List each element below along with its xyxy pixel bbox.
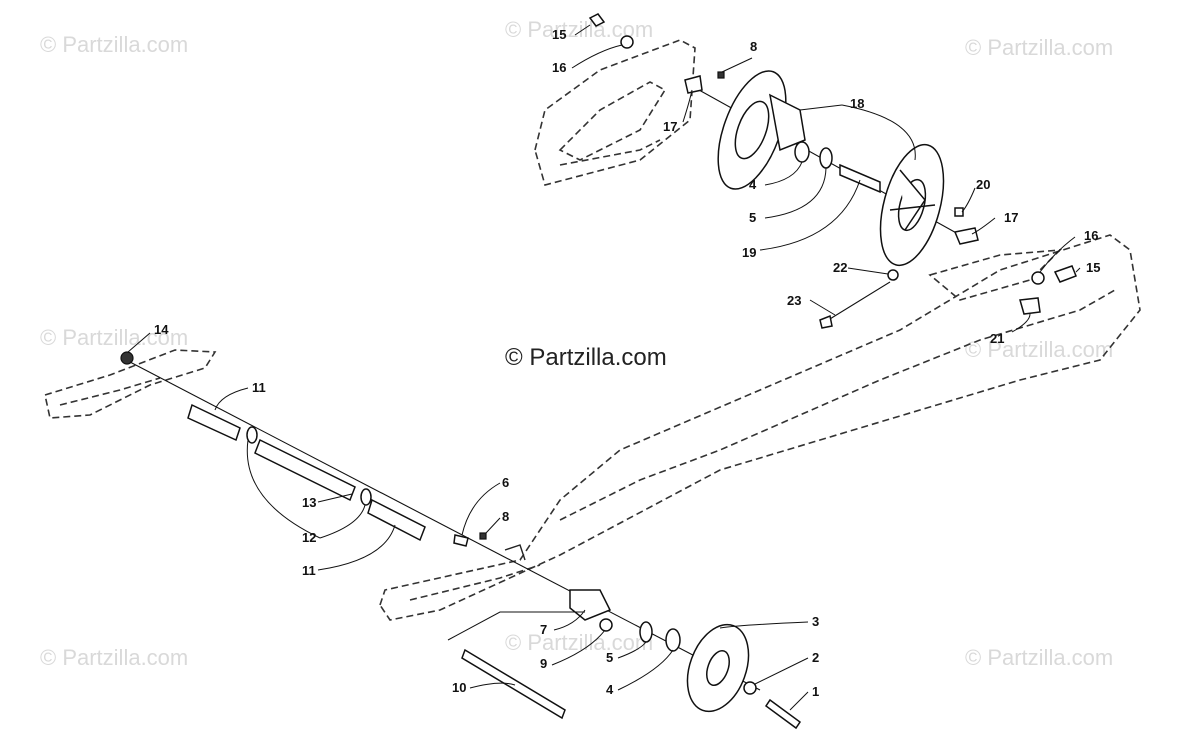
callout-4-bottom: 4: [606, 682, 614, 697]
upper-rail-left: [534, 39, 696, 186]
block-7: [569, 589, 612, 621]
callout-19: 19: [742, 245, 756, 260]
callout-15-right: 15: [1086, 260, 1100, 275]
upper-washer-16: [620, 35, 634, 49]
callout-7: 7: [540, 622, 547, 637]
main-rail: [379, 234, 1141, 621]
spacer-11-right: [367, 498, 426, 542]
callout-8-top: 8: [750, 39, 757, 54]
lower-left-rail: [44, 349, 217, 419]
upper-axle-19: [839, 163, 881, 194]
callout-6: 6: [502, 475, 509, 490]
bolt-23: [819, 314, 833, 329]
callout-22: 22: [833, 260, 847, 275]
callout-15-top: 15: [552, 27, 566, 42]
right-hardware: [819, 265, 1077, 329]
upper-bolt-20: [954, 207, 964, 217]
upper-block-17-left: [684, 75, 703, 94]
watermark-bottom-right: © Partzilla.com: [965, 645, 1113, 670]
bolt-6: [453, 534, 469, 547]
callout-14: 14: [154, 322, 169, 337]
watermarks: © Partzilla.com © Partzilla.com © Partzi…: [40, 17, 1113, 670]
tube-13: [254, 438, 356, 502]
callout-13: 13: [302, 495, 316, 510]
callout-16-top: 16: [552, 60, 566, 75]
watermark-top-right: © Partzilla.com: [965, 35, 1113, 60]
upper-block-17-right: [953, 227, 979, 245]
callout-2: 2: [812, 650, 819, 665]
callout-numbers: 15 16 8 18 17 4 5 20 19 17 16 22 15 23 2…: [154, 27, 1100, 699]
upper-nut-8: [717, 71, 725, 79]
right-washer-16: [1031, 271, 1045, 285]
callout-11-top: 11: [252, 380, 266, 395]
watermark-mid-left: © Partzilla.com: [40, 325, 188, 350]
callout-11-bottom: 11: [302, 563, 316, 578]
ring-12-right: [360, 488, 372, 506]
callout-9: 9: [540, 656, 547, 671]
callout-12: 12: [302, 530, 316, 545]
callout-4-top: 4: [749, 177, 757, 192]
ring-5-lower: [639, 621, 653, 643]
callout-16-right: 16: [1084, 228, 1098, 243]
upper-bolt-15: [588, 13, 606, 27]
bolt-1: [764, 698, 802, 730]
right-block-21: [1019, 297, 1041, 315]
upper-axle-assembly: [588, 13, 979, 267]
upper-ring-5: [819, 147, 833, 169]
callout-5-top: 5: [749, 210, 756, 225]
callout-3: 3: [812, 614, 819, 629]
callout-20: 20: [976, 177, 990, 192]
spacer-11-left: [187, 403, 241, 442]
watermark-center: © Partzilla.com: [505, 344, 667, 371]
upper-bearing-4: [794, 141, 810, 163]
callout-1: 1: [812, 684, 819, 699]
leader-lines: [127, 24, 1081, 711]
nut-22: [887, 269, 899, 281]
lower-axle-assembly: [129, 361, 802, 730]
callout-5-bottom: 5: [606, 650, 613, 665]
nut-9: [599, 618, 613, 632]
ring-12-left: [246, 426, 258, 444]
watermark-bottom-left: © Partzilla.com: [40, 645, 188, 670]
watermark-top-left: © Partzilla.com: [40, 32, 188, 57]
callout-18: 18: [850, 96, 864, 111]
right-bolt-15: [1053, 265, 1077, 283]
watermark-mid-right: © Partzilla.com: [965, 337, 1113, 362]
callout-8-bottom: 8: [502, 509, 509, 524]
bolt-10: [461, 648, 566, 720]
nut-8-lower: [479, 532, 487, 540]
callout-10: 10: [452, 680, 466, 695]
callout-23: 23: [787, 293, 801, 308]
washer-2: [743, 681, 757, 695]
callout-21: 21: [990, 331, 1004, 346]
callout-17-right: 17: [1004, 210, 1018, 225]
watermark-bottom-middle: © Partzilla.com: [505, 630, 653, 655]
callout-17-left: 17: [663, 119, 677, 134]
bearing-4-lower: [665, 628, 681, 652]
nut-14: [120, 351, 134, 365]
